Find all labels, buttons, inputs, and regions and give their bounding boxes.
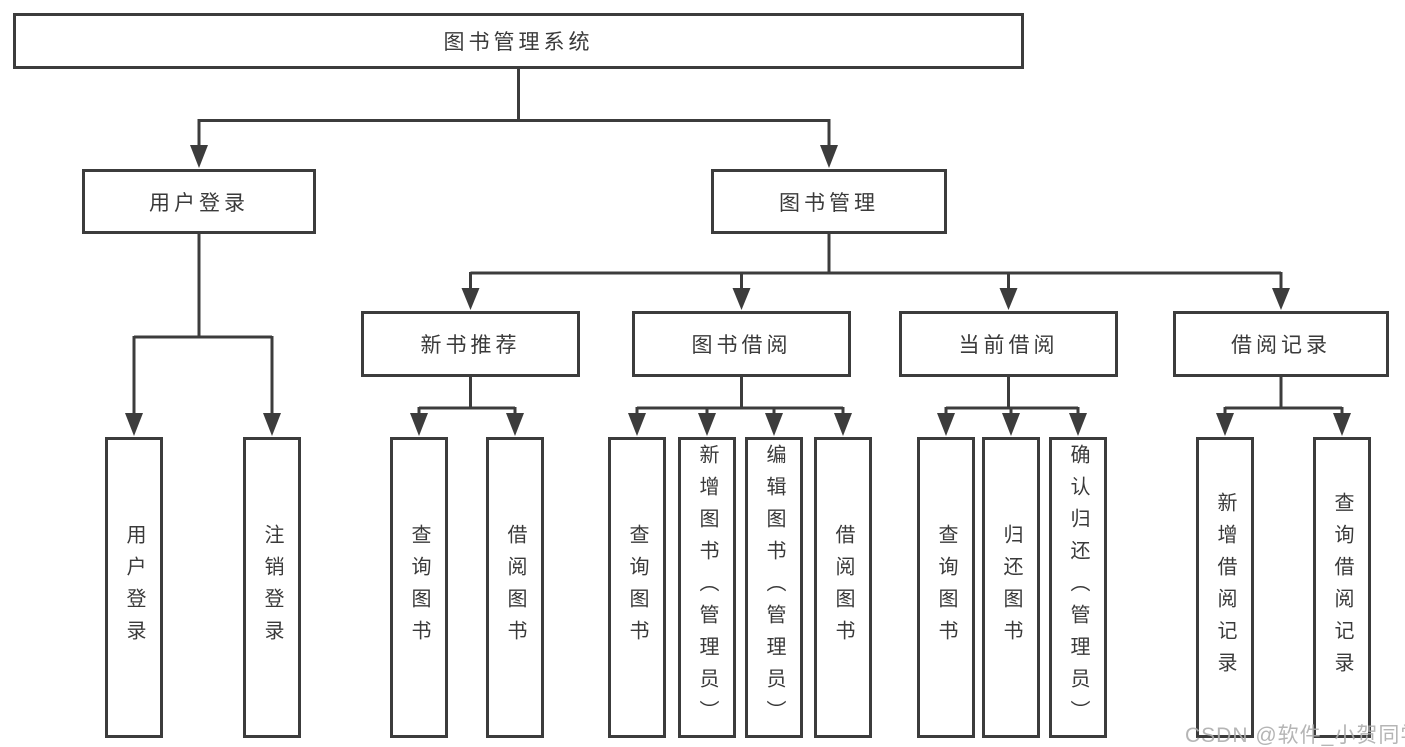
node-label: 借阅图书 [832,523,854,652]
node-book-management: 图书管理 [711,169,947,234]
node-label: 确认归还（管理员） [1067,443,1089,732]
node-label: 查询图书 [408,523,430,652]
node-label: 新增借阅记录 [1214,491,1236,684]
watermark-text: CSDN @软件_小贺同学 [1185,724,1405,747]
node-label: 图书管理 [779,191,879,215]
node-label: 借阅图书 [504,523,526,652]
node-add-borrow-record: 新增借阅记录 [1196,437,1254,738]
node-label: 新书推荐 [420,334,521,357]
node-edit-books-admin: 编辑图书（管理员） [745,437,803,738]
node-label: 新增图书（管理员） [696,443,718,732]
node-label: 用户登录 [149,191,249,215]
node-borrow-books-borrowing: 借阅图书 [814,437,872,738]
node-add-books-admin: 新增图书（管理员） [678,437,736,738]
node-query-books-current: 查询图书 [917,437,975,738]
node-label: 查询图书 [935,523,957,652]
node-label: 当前借阅 [958,334,1059,357]
node-book-borrowing: 图书借阅 [632,311,851,377]
node-new-book-recommendation: 新书推荐 [361,311,580,377]
node-label: 查询借阅记录 [1331,491,1353,684]
node-label: 归还图书 [1000,523,1022,652]
node-query-books-borrowing: 查询图书 [608,437,666,738]
node-user-login-action: 用户登录 [105,437,163,738]
node-return-books: 归还图书 [982,437,1040,738]
node-borrow-books-recommend: 借阅图书 [486,437,544,738]
node-query-borrow-record: 查询借阅记录 [1313,437,1371,738]
node-query-books-recommend: 查询图书 [390,437,448,738]
node-current-borrowing: 当前借阅 [899,311,1118,377]
node-library-management-system: 图书管理系统 [13,13,1024,69]
node-borrowing-records: 借阅记录 [1173,311,1389,377]
node-label: 注销登录 [261,523,283,652]
node-logout-action: 注销登录 [243,437,301,738]
node-label: 借阅记录 [1231,334,1331,357]
node-label: 图书管理系统 [443,31,594,54]
node-label: 图书借阅 [691,334,792,357]
node-label: 用户登录 [123,523,145,652]
node-confirm-return-admin: 确认归还（管理员） [1049,437,1107,738]
node-label: 编辑图书（管理员） [763,443,785,732]
node-user-login: 用户登录 [82,169,316,234]
node-label: 查询图书 [626,523,648,652]
arrowhead-icons [125,145,1351,436]
